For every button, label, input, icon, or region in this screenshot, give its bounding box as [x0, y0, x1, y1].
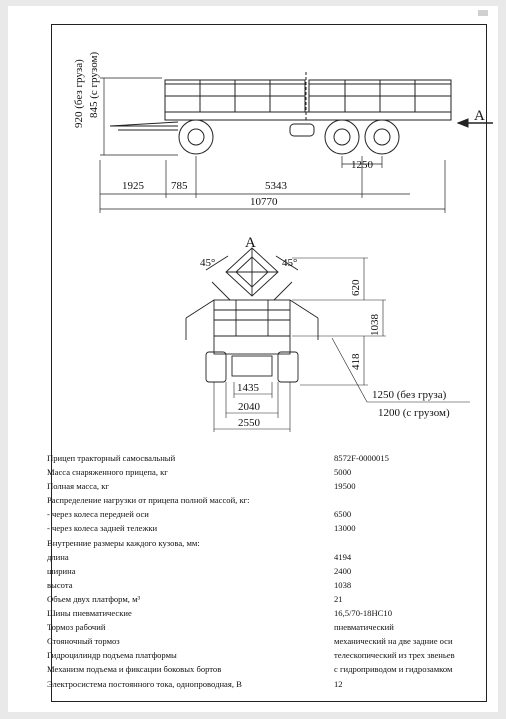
spec-value: пневматический: [334, 622, 394, 633]
spec-label: - через колеса задней тележки: [47, 523, 158, 534]
dim-1250: 1250: [351, 159, 374, 171]
spec-label: Механизм подъема и фиксации боковых борт…: [47, 664, 222, 675]
spec-value: 8572F-0000015: [334, 453, 389, 463]
angle-right-label: 45°: [282, 257, 297, 269]
spec-label: Стояночный тормоз: [47, 636, 120, 647]
spec-value: 1038: [334, 579, 352, 590]
rear-view-labels: 45° 45° 620 1038 418 1435 2040 2550 1250…: [200, 257, 450, 429]
spec-row: - через колеса задней тележки 13000: [47, 521, 475, 535]
spec-label: Прицеп тракторный самосвальный: [47, 453, 176, 463]
spec-value: 6500: [334, 509, 352, 520]
spec-row: Гидроцилиндр подъема платформы телескопич…: [47, 648, 475, 662]
rear-view-drawing: [185, 247, 470, 432]
spec-table: Прицеп тракторный самосвальный 8572F-0000…: [47, 451, 475, 691]
spec-label: Гидроцилиндр подъема платформы: [47, 650, 177, 661]
spec-row: Тормоз рабочий пневматический: [47, 620, 475, 634]
rear-view-title: A: [245, 235, 256, 251]
drawing-frame: [51, 24, 487, 702]
spec-row: высота 1038: [47, 578, 475, 592]
spec-row: - через колеса передней оси 6500: [47, 507, 475, 521]
dim-2550: 2550: [238, 417, 261, 429]
dim-785: 785: [171, 180, 188, 192]
spec-row: Распределение нагрузки от прицепа полной…: [47, 493, 475, 507]
dim-5343: 5343: [265, 180, 288, 192]
spec-row: Стояночный тормоз механический на две зад…: [47, 634, 475, 648]
spec-row: Электросистема постоянного тока, однопро…: [47, 677, 475, 691]
spec-label: длина: [47, 551, 69, 562]
spec-value: 16,5/70-18НС10: [334, 608, 393, 619]
spec-value: механический на две задние оси: [334, 636, 453, 647]
spec-row: Прицеп тракторный самосвальный 8572F-0000…: [47, 451, 475, 465]
spec-row: Шины пневматические 16,5/70-18НС10: [47, 606, 475, 620]
dim-418: 418: [350, 353, 362, 370]
spec-value: 19500: [334, 481, 356, 492]
dim-10770: 10770: [250, 196, 278, 208]
spec-label: Объем двух платформ, м³: [47, 593, 141, 604]
side-height-empty: 920 (без груза): [73, 59, 85, 128]
side-view-drawing: [99, 72, 493, 213]
dim-1925: 1925: [122, 180, 145, 192]
rear-height-loaded: 1200 (с грузом): [378, 407, 450, 419]
spec-value: 12: [334, 678, 343, 689]
side-view-labels: 920 (без груза) 845 (с грузом) A 1925 78…: [73, 52, 485, 208]
spec-label: Электросистема постоянного тока, однопро…: [47, 678, 242, 689]
spec-label: ширина: [47, 565, 76, 576]
spec-row: Полная масса, кг 19500: [47, 479, 475, 493]
spec-value: телескопический из трех звеньев: [334, 650, 455, 661]
spec-label: Полная масса, кг: [47, 481, 109, 492]
document-sheet: [8, 6, 498, 712]
rear-height-empty: 1250 (без груза): [372, 389, 447, 401]
spec-value: 13000: [334, 523, 356, 534]
spec-row: длина 4194: [47, 550, 475, 564]
spec-row: Масса снаряженного прицепа, кг 5000: [47, 465, 475, 479]
spec-value: 2400: [334, 565, 352, 576]
dim-620: 620: [350, 279, 362, 296]
spec-row: Механизм подъема и фиксации боковых борт…: [47, 662, 475, 676]
spec-label: Распределение нагрузки от прицепа полной…: [47, 495, 250, 506]
spec-value: 5000: [334, 467, 352, 478]
dim-2040: 2040: [238, 401, 261, 413]
spec-value: 4194: [334, 551, 352, 562]
spec-label: - через колеса передней оси: [47, 509, 149, 520]
spec-value: с гидроприводом и гидрозамком: [334, 664, 453, 675]
dim-1435: 1435: [237, 382, 260, 394]
spec-row: Внутренние размеры каждого кузова, мм:: [47, 536, 475, 550]
spec-row: Объем двух платформ, м³ 21: [47, 592, 475, 606]
spec-label: Внутренние размеры каждого кузова, мм:: [47, 537, 200, 548]
side-height-loaded: 845 (с грузом): [88, 52, 100, 118]
spec-label: Масса снаряженного прицепа, кг: [47, 467, 168, 478]
spec-label: высота: [47, 579, 73, 590]
side-view-marker: A: [474, 108, 485, 124]
corner-mark: [478, 10, 488, 16]
spec-label: Шины пневматические: [47, 608, 132, 619]
spec-row: ширина 2400: [47, 564, 475, 578]
spec-value: 21: [334, 593, 343, 604]
dim-1038: 1038: [369, 314, 381, 337]
spec-label: Тормоз рабочий: [47, 622, 106, 633]
angle-left-label: 45°: [200, 257, 215, 269]
